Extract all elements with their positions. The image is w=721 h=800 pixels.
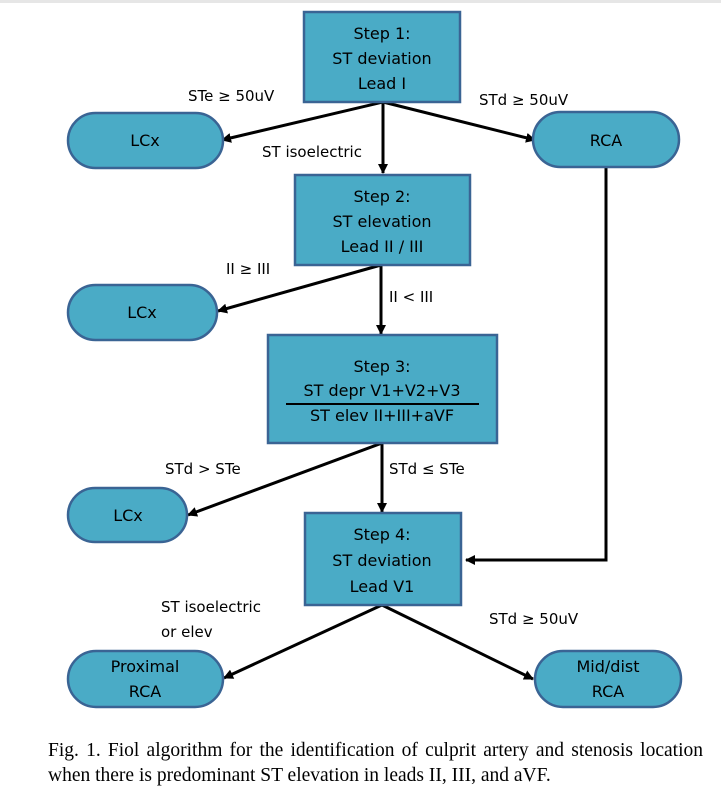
step2-title: Step 2:: [353, 187, 410, 206]
edge-step4-proximal: [223, 603, 383, 680]
outcome-lcx-1-label: LCx: [130, 131, 160, 150]
outcome-proximal-rca-line2: RCA: [129, 682, 161, 701]
outcome-lcx-1: LCx: [66, 111, 225, 170]
outcome-lcx-2: LCx: [66, 283, 219, 342]
label-step2-step3: II < III: [389, 288, 433, 306]
step3-denominator: ST elev II+III+aVF: [310, 406, 454, 425]
step3-title: Step 3:: [353, 357, 410, 376]
outcome-proximal-rca: Proximal RCA: [66, 649, 225, 709]
label-step1-step2: ST isoelectric: [262, 143, 362, 161]
label-step1-lcx: STe ≥ 50uV: [188, 87, 275, 105]
edge-step3-lcx: [187, 441, 383, 517]
label-step3-lcx: STd > STe: [165, 460, 241, 478]
edge-step1-lcx: [221, 100, 384, 143]
edge-step4-middist: [381, 603, 534, 681]
step1-box: Step 1: ST deviation Lead I: [302, 10, 462, 104]
outcome-lcx-2-label: LCx: [127, 303, 157, 322]
outcome-middist-rca-line2: RCA: [592, 682, 624, 701]
step1-title: Step 1:: [353, 24, 410, 43]
edge-step1-rca: [382, 100, 536, 143]
label-step1-rca: STd ≥ 50uV: [479, 91, 569, 109]
edge-rca-step4: [465, 166, 608, 565]
step3-box: Step 3: ST depr V1+V2+V3 ST elev II+III+…: [266, 333, 499, 445]
step4-box: Step 4: ST deviation Lead V1: [303, 511, 463, 607]
outcome-rca: RCA: [531, 110, 681, 169]
step2-line1: ST elevation: [332, 212, 431, 231]
step3-numerator: ST depr V1+V2+V3: [303, 381, 460, 400]
step2-line2: Lead II / III: [341, 237, 424, 256]
outcome-proximal-rca-line1: Proximal: [111, 657, 180, 676]
label-step4-middist: STd ≥ 50uV: [489, 610, 579, 628]
step4-line1: ST deviation: [332, 551, 431, 570]
step4-title: Step 4:: [353, 525, 410, 544]
step2-box: Step 2: ST elevation Lead II / III: [293, 173, 472, 267]
outcome-lcx-3-label: LCx: [113, 506, 143, 525]
figure-caption: Fig. 1. Fiol algorithm for the identific…: [48, 740, 703, 786]
label-step3-step4: STd ≤ STe: [389, 460, 465, 478]
step1-line1: ST deviation: [332, 49, 431, 68]
outcome-lcx-3: LCx: [66, 486, 189, 544]
step4-line2: Lead V1: [350, 577, 415, 596]
outcome-middist-rca: Mid/dist RCA: [533, 649, 683, 709]
label-step4-proximal-line1: ST isoelectric: [161, 598, 261, 616]
label-step2-lcx: II ≥ III: [226, 260, 270, 278]
top-border: [0, 0, 721, 3]
edge-step2-lcx: [217, 263, 382, 314]
step1-line2: Lead I: [358, 74, 406, 93]
outcome-middist-rca-line1: Mid/dist: [576, 657, 639, 676]
outcome-rca-label: RCA: [590, 131, 622, 150]
edges: [187, 100, 608, 681]
label-step4-proximal-line2: or elev: [161, 623, 213, 641]
flowchart: Step 1: ST deviation Lead I Step 2: ST e…: [66, 10, 683, 709]
